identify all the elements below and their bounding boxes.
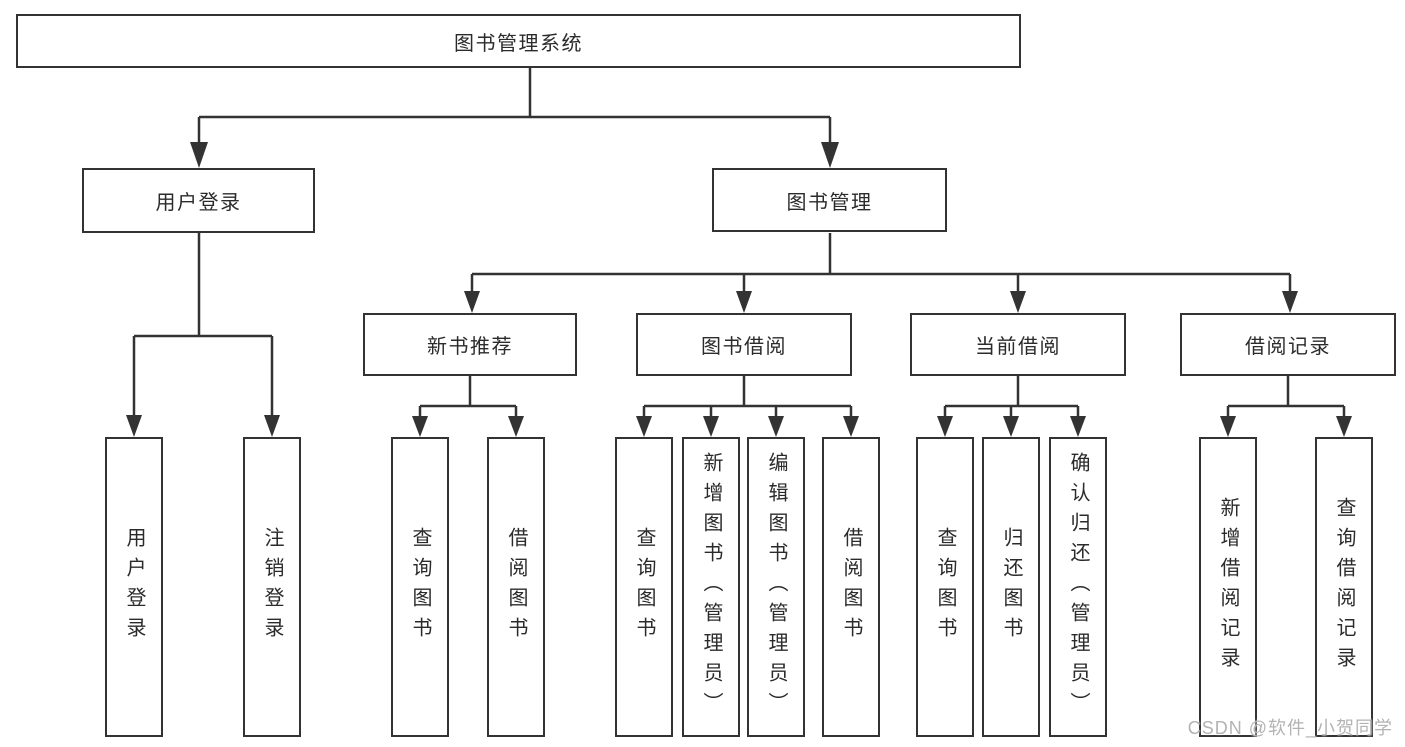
arrowhead-icons — [126, 142, 1352, 437]
node-current-borrow: 当前借阅 — [910, 313, 1126, 376]
node-book-management: 图书管理 — [712, 168, 947, 232]
csdn-watermark: CSDN @软件_小贺同学 — [1187, 718, 1393, 738]
leaf-add-borrow-record: 新增借阅记录 — [1199, 437, 1257, 737]
book-borrow-label: 图书借阅 — [701, 336, 787, 358]
leaf-logout: 注销登录 — [243, 437, 301, 737]
node-new-book-recommend: 新书推荐 — [363, 313, 577, 376]
user-login-label: 用户登录 — [155, 192, 242, 214]
leaf-recommend-query-books: 查询图书 — [391, 437, 449, 737]
node-root: 图书管理系统 — [16, 14, 1021, 68]
leaf-user-login: 用户登录 — [105, 437, 163, 737]
node-book-borrow: 图书借阅 — [636, 313, 852, 376]
leaf-recommend-borrow-books: 借阅图书 — [487, 437, 545, 737]
leaf-add-book-admin: 新增图书（管理员） — [682, 437, 740, 737]
new-book-recommend-label: 新书推荐 — [427, 336, 513, 358]
node-borrow-records: 借阅记录 — [1180, 313, 1396, 376]
root-label: 图书管理系统 — [454, 32, 583, 55]
leaf-edit-book-admin: 编辑图书（管理员） — [747, 437, 805, 737]
borrow-records-label: 借阅记录 — [1245, 336, 1331, 358]
leaf-borrow-query-books: 查询图书 — [615, 437, 673, 737]
leaf-current-query-books: 查询图书 — [916, 437, 974, 737]
book-management-label: 图书管理 — [786, 191, 873, 214]
leaf-query-borrow-record: 查询借阅记录 — [1315, 437, 1373, 737]
leaf-borrow-books: 借阅图书 — [822, 437, 880, 737]
leaf-return-book: 归还图书 — [982, 437, 1040, 737]
leaf-confirm-return-admin: 确认归还（管理员） — [1049, 437, 1107, 737]
node-user-login: 用户登录 — [82, 168, 315, 233]
current-borrow-label: 当前借阅 — [975, 336, 1061, 358]
